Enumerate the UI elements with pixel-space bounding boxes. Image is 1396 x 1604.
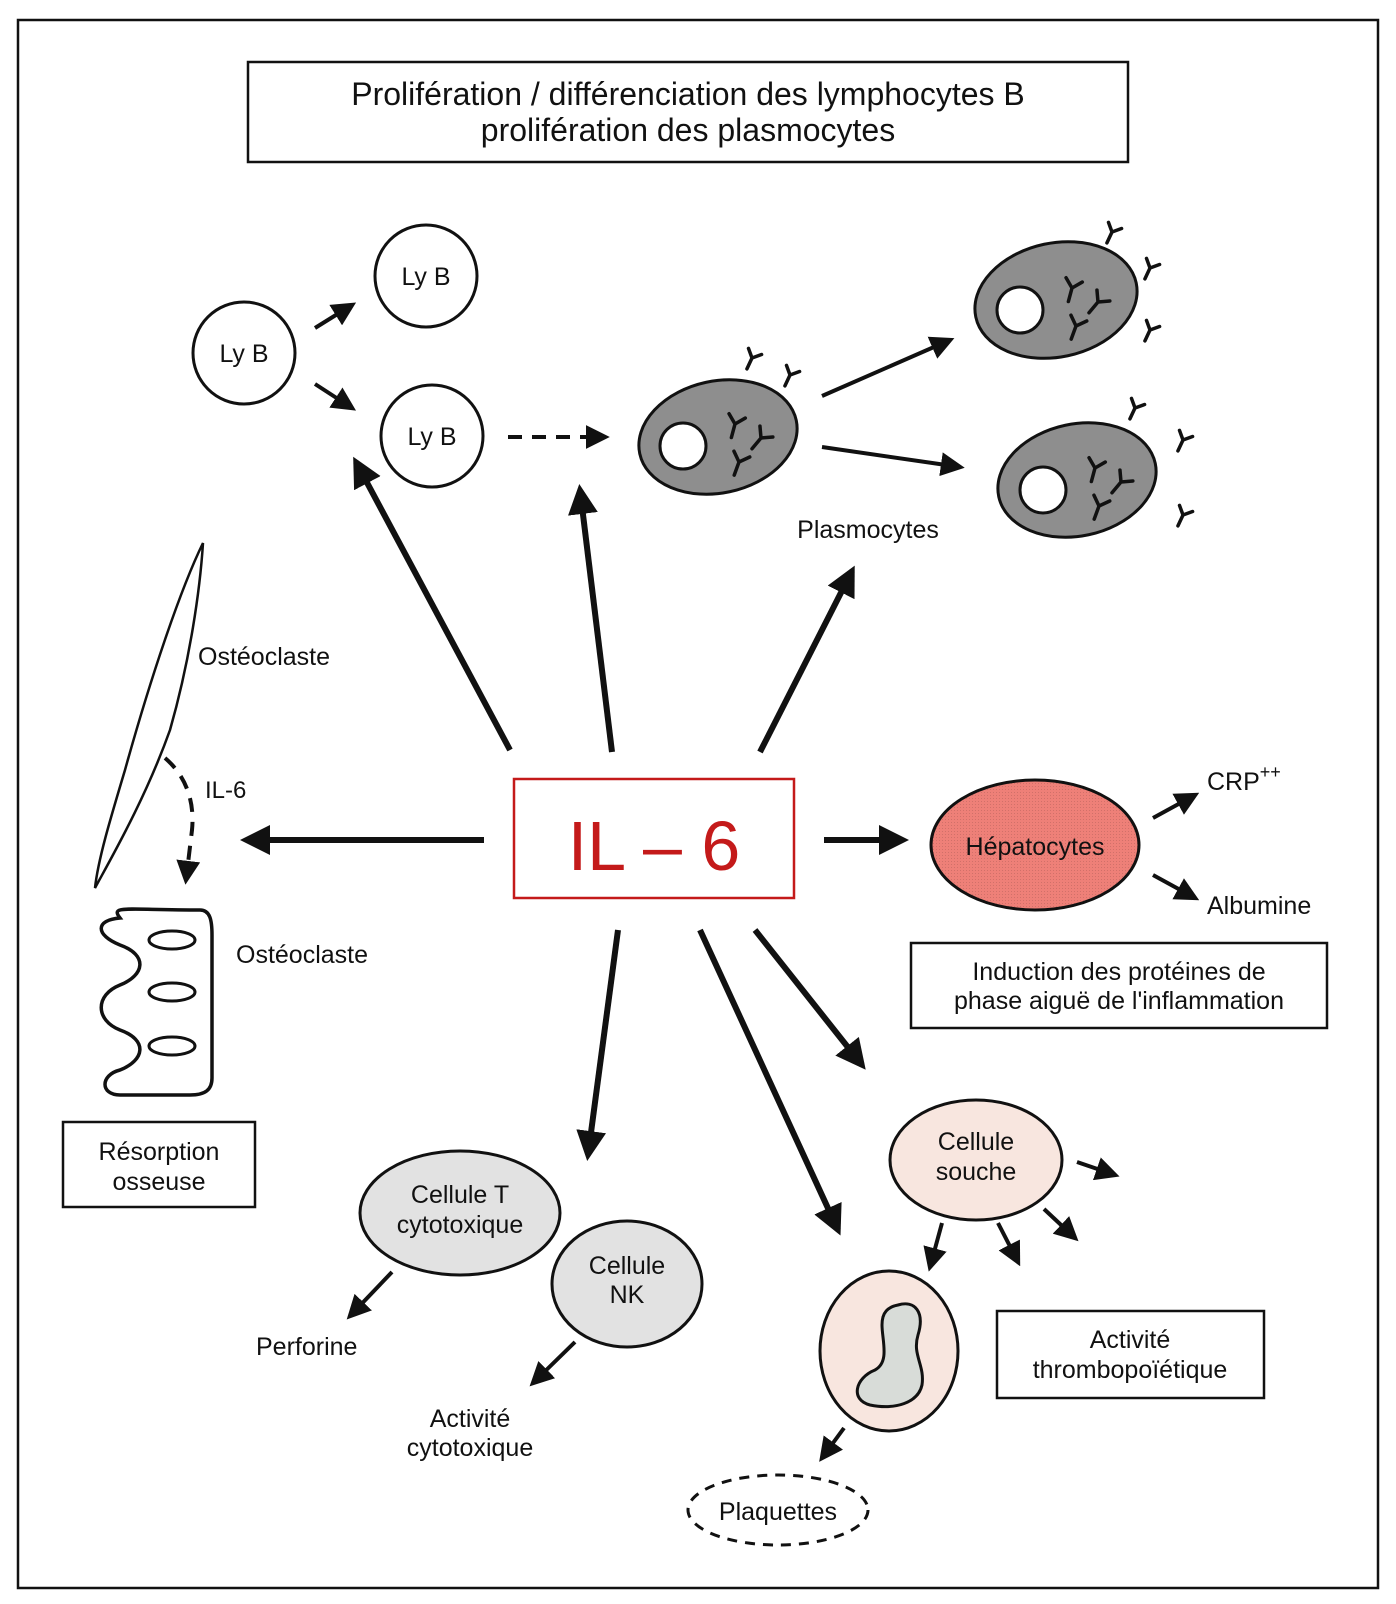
outer-frame: [16, 18, 1380, 1590]
plasmocyte-cell: [996, 396, 1195, 539]
arrow-to-albumine: [1152, 873, 1200, 901]
arrow-stem-right: [1076, 1157, 1120, 1181]
arrow-il6-to-t-cell: [576, 929, 621, 1161]
antibody-icon: [1176, 428, 1195, 453]
il6-label: IL – 6: [568, 807, 741, 885]
antibody-icon: [1176, 503, 1195, 528]
crp-label: CRP++: [1207, 762, 1281, 796]
acute-phase-box: Induction des protéines de phase aiguë d…: [909, 941, 1329, 1030]
lymphocyte-label: Ly B: [407, 423, 456, 451]
antibody-icon: [1087, 455, 1108, 484]
antibody-icon: [1087, 288, 1112, 315]
t-cell: Cellule T cytotoxique: [358, 1149, 562, 1277]
osteoclast-bottom-label: Ostéoclaste: [236, 941, 368, 969]
il6-dashed-arrow: [163, 756, 201, 885]
t-cell-line-2: cytotoxique: [397, 1211, 523, 1239]
osteoclast-nucleus: [147, 1035, 197, 1057]
arrow-il6-to-stem-cell: [752, 928, 866, 1070]
acute-phase-line-2: phase aiguë de l'inflammation: [954, 987, 1284, 1015]
albumine-label: Albumine: [1207, 892, 1311, 920]
antibody-icon: [1064, 275, 1085, 304]
arrow-to-plaquettes: [819, 1426, 846, 1462]
plasmocyte-nucleus: [995, 285, 1045, 335]
nk-cell: Cellule NK: [550, 1219, 704, 1349]
lymphocyte-b-1: Ly B: [191, 300, 297, 406]
antibody-icon: [1128, 396, 1147, 421]
arrow-il6-to-lyb: [353, 456, 513, 752]
megakaryocyte: [818, 1269, 960, 1433]
title-line-1: Prolifération / différenciation des lymp…: [351, 76, 1025, 112]
title-box: Prolifération / différenciation des lymp…: [246, 60, 1130, 164]
acute-phase-line-1: Induction des protéines de: [972, 958, 1265, 986]
bone-box-line-1: Résorption: [99, 1138, 220, 1166]
arrow-il6-to-megakaryocyte: [697, 928, 842, 1236]
antibody-icon: [745, 346, 764, 371]
plasmocyte-cell: [637, 346, 802, 496]
arrow-plasmocyte-down: [821, 445, 965, 477]
cytotoxic-activity-line-1: Activité: [430, 1405, 511, 1433]
arrow-to-cytotoxic-activity: [529, 1340, 577, 1387]
antibody-icon: [732, 449, 752, 477]
arrow-stem-down-right: [1042, 1207, 1079, 1242]
plaquettes: Plaquettes: [686, 1473, 870, 1547]
arrow-lyb-to-lyb3: [313, 382, 357, 411]
osteoblast-shape: [93, 542, 205, 889]
thrombopoietic-box: Activité thrombopoïétique: [995, 1309, 1266, 1400]
lymphocyte-b-2: Ly B: [373, 223, 479, 329]
arrow-to-crp: [1152, 792, 1200, 820]
antibody-icon: [1143, 256, 1162, 281]
lymphocyte-label: Ly B: [219, 340, 268, 368]
arrow-stem-to-megakaryocyte: [923, 1222, 947, 1272]
stem-line-1: Cellule: [938, 1128, 1014, 1156]
plasmocytes-group: [637, 220, 1195, 539]
antibody-icon: [1105, 220, 1124, 245]
il6-small-label: IL-6: [205, 777, 246, 804]
antibody-icon: [1092, 493, 1112, 521]
bone-box-line-2: osseuse: [112, 1168, 205, 1196]
t-cell-line-1: Cellule T: [411, 1181, 509, 1209]
lymphocyte-label: Ly B: [401, 263, 450, 291]
cytotoxic-activity-line-2: cytotoxique: [407, 1434, 533, 1462]
lymphocyte-b-3: Ly B: [379, 383, 485, 489]
osteoclast-nucleus: [147, 929, 197, 951]
arrow-lyb-to-lyb2: [313, 302, 357, 330]
arrow-il6-to-plasmocyte: [568, 484, 615, 753]
stem-cell: Cellule souche: [888, 1098, 1064, 1222]
arrow-to-perforine: [346, 1270, 394, 1320]
arrow-il6-to-plasmocytes: [757, 565, 855, 754]
antibody-icon: [1143, 318, 1162, 343]
antibody-icon: [727, 411, 748, 440]
plasmocytes-label: Plasmocytes: [797, 516, 939, 544]
title-line-2: prolifération des plasmocytes: [481, 112, 895, 148]
perforine-label: Perforine: [256, 1333, 357, 1361]
thrombo-line-1: Activité: [1090, 1326, 1171, 1354]
stem-line-2: souche: [936, 1158, 1017, 1186]
antibody-icon: [1069, 313, 1089, 341]
nk-line-2: NK: [610, 1281, 645, 1309]
arrow-plasmocyte-up: [821, 336, 955, 398]
osteoclast-nucleus: [147, 981, 197, 1003]
arrow-stem-down: [996, 1222, 1021, 1267]
osteoclast-top-label: Ostéoclaste: [198, 643, 330, 671]
nk-line-1: Cellule: [589, 1252, 665, 1280]
megakaryocyte-nucleus: [855, 1302, 924, 1409]
thrombo-line-2: thrombopoïétique: [1033, 1356, 1228, 1384]
antibody-icon: [1110, 468, 1135, 495]
il6-box: IL – 6: [512, 777, 796, 900]
hepatocytes-label: Hépatocytes: [966, 833, 1105, 861]
plasmocyte-cell: [973, 220, 1162, 360]
plasmocyte-nucleus: [658, 421, 708, 471]
hepatocytes-cell: Hépatocytes: [929, 778, 1141, 912]
plaquettes-label: Plaquettes: [719, 1498, 837, 1526]
antibody-icon: [750, 424, 775, 451]
bone-resorption-box: Résorption osseuse: [61, 1120, 257, 1209]
plasmocyte-nucleus: [1018, 465, 1068, 515]
antibody-icon: [783, 363, 802, 388]
